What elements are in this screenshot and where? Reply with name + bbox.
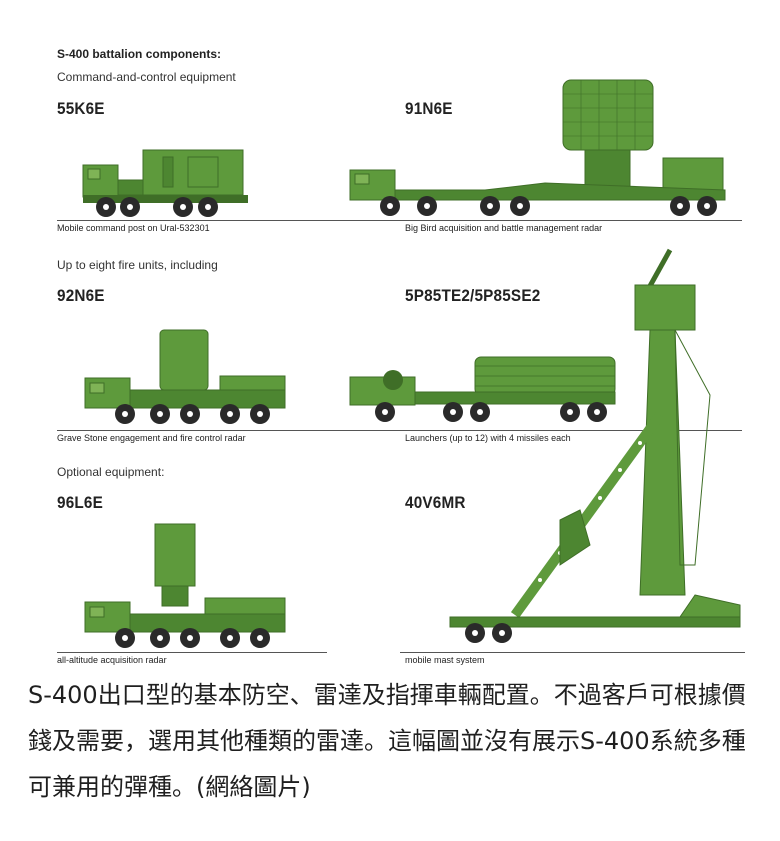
section-fire-label: Up to eight fire units, including xyxy=(57,258,218,272)
caption-92n6e: Grave Stone engagement and fire control … xyxy=(57,433,246,443)
ground-line xyxy=(322,430,742,431)
mobile-mast-icon xyxy=(449,248,741,643)
model-96l6e-label: 96L6E xyxy=(57,493,103,512)
grave-stone-radar-icon xyxy=(84,329,286,424)
model-92n6e-label: 92N6E xyxy=(57,286,105,305)
model-55k6e-label: 55K6E xyxy=(57,99,105,118)
ground-line xyxy=(322,220,742,221)
caption-91n6e: Big Bird acquisition and battle manageme… xyxy=(405,223,603,233)
big-bird-radar-icon xyxy=(349,79,726,216)
caption-55k6e: Mobile command post on Ural-532301 xyxy=(57,223,210,233)
ground-line xyxy=(400,652,745,653)
model-5p85-label: 5P85TE2/5P85SE2 xyxy=(405,286,541,305)
caption-5p85: Launchers (up to 12) with 4 missiles eac… xyxy=(405,433,571,443)
model-40v6mr-label: 40V6MR xyxy=(405,493,466,512)
caption-40v6mr: mobile mast system xyxy=(405,655,485,665)
model-91n6e-label: 91N6E xyxy=(405,99,453,118)
command-post-truck-icon xyxy=(82,149,248,217)
diagram-title: S-400 battalion components: xyxy=(57,47,222,61)
s400-components-diagram: S-400 battalion components: Command-and-… xyxy=(57,47,745,665)
ground-line xyxy=(57,430,327,431)
all-altitude-radar-icon xyxy=(84,523,286,648)
ground-line xyxy=(57,652,327,653)
ground-line xyxy=(57,220,327,221)
article-caption: S-400出口型的基本防空、雷達及指揮車輛配置。不過客戶可根據價錢及需要，選用其… xyxy=(28,681,746,801)
missile-launcher-icon xyxy=(349,356,616,422)
caption-96l6e: all-altitude acquisition radar xyxy=(57,655,167,665)
section-command-label: Command-and-control equipment xyxy=(57,70,236,84)
section-optional-label: Optional equipment: xyxy=(57,465,165,479)
